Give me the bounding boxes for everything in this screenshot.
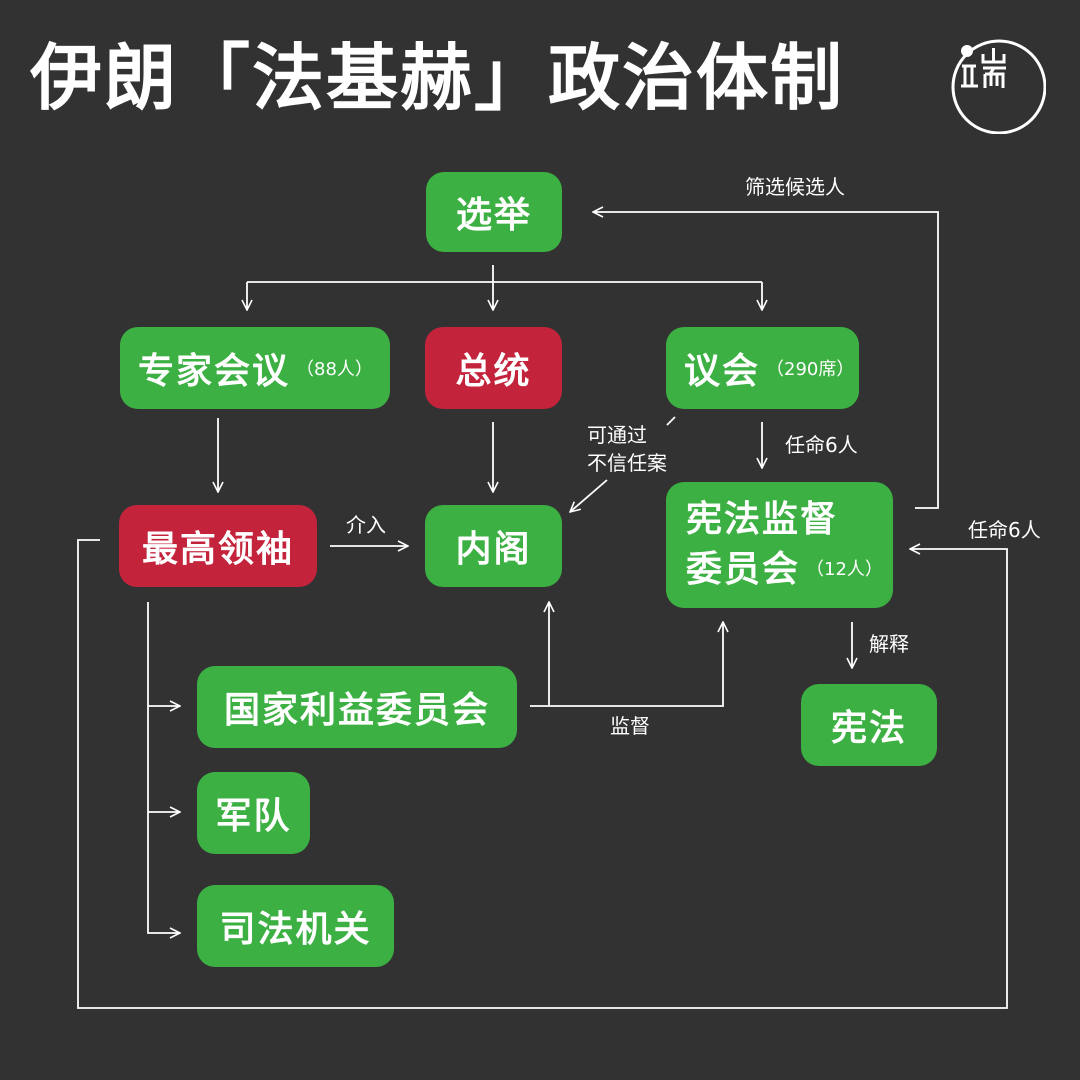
assembly-of-experts-count: （88人） [296, 359, 373, 380]
expediency-council-label: 国家利益委员会 [223, 690, 490, 731]
president-node: 总统 [425, 327, 562, 409]
supreme-leader-label: 最高领袖 [141, 529, 294, 570]
guardian-council-node: 宪法监督 委员会 （12人） [666, 482, 893, 608]
edge-label-screen-candidates: 筛选候选人 [745, 175, 845, 199]
edge-label-no-confidence-line1: 可通过 [587, 423, 647, 447]
military-label: 军队 [215, 796, 292, 837]
edge-label-no-confidence-line2: 不信任案 [587, 451, 667, 475]
edge-label-interpret: 解释 [869, 632, 909, 656]
parliament-node: 议会 （290席） [666, 327, 859, 409]
election-label: 选举 [455, 195, 532, 236]
assembly-of-experts-label: 专家会议 [138, 351, 291, 392]
constitution-node: 宪法 [801, 684, 937, 766]
supreme-leader-node: 最高领袖 [119, 505, 317, 587]
page-title: 伊朗「法基赫」政治体制 [30, 36, 845, 120]
guardian-council-label-line1: 宪法监督 [686, 499, 839, 540]
constitution-label: 宪法 [830, 708, 907, 749]
edge-label-appoint-6-leader: 任命6人 [968, 518, 1041, 542]
edge-label-appoint-6-parliament: 任命6人 [785, 433, 858, 457]
parliament-label: 议会 [684, 351, 761, 392]
logo [951, 39, 1046, 134]
cabinet-node: 内阁 [425, 505, 562, 587]
guardian-council-count: （12人） [806, 559, 883, 580]
expediency-council-node: 国家利益委员会 [197, 666, 517, 748]
military-node: 军队 [197, 772, 310, 854]
edge-label-intervene: 介入 [346, 513, 386, 537]
guardian-council-label-line2: 委员会 [686, 549, 801, 590]
assembly-of-experts-node: 专家会议 （88人） [120, 327, 390, 409]
judiciary-node: 司法机关 [197, 885, 394, 967]
president-label: 总统 [455, 351, 532, 392]
edge-label-supervise: 监督 [610, 714, 650, 738]
judiciary-label: 司法机关 [219, 909, 372, 950]
election-node: 选举 [426, 172, 562, 252]
parliament-seats: （290席） [766, 359, 855, 380]
cabinet-label: 内阁 [455, 529, 532, 570]
